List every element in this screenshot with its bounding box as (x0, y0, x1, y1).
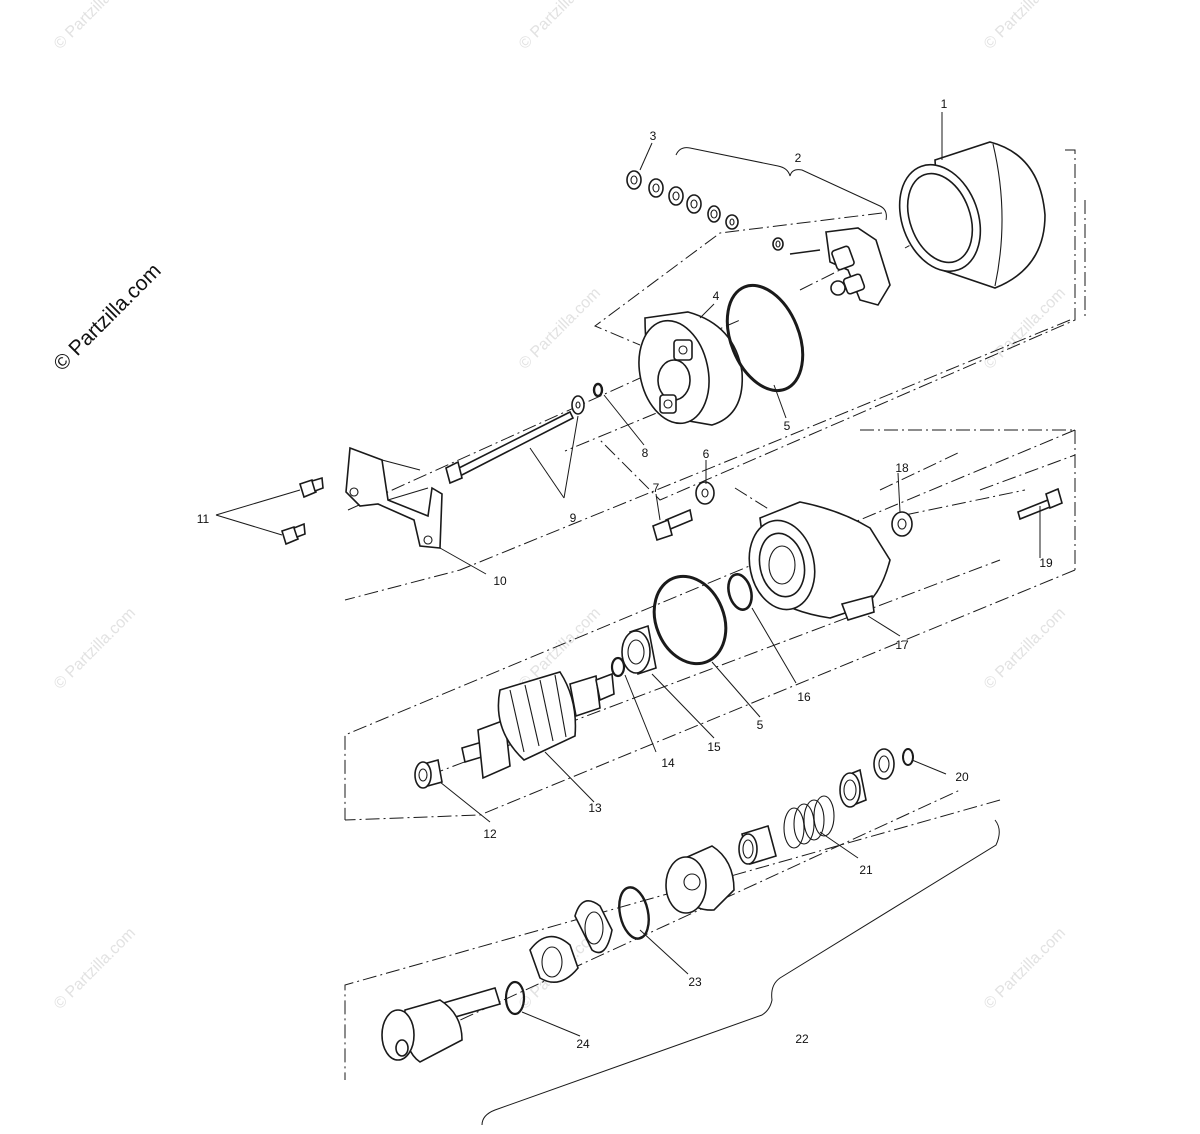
part-5-o-ring-lower (652, 574, 728, 666)
callout-23: 23 (688, 975, 702, 989)
part-13-armature (461, 671, 615, 780)
part-15-bearing (621, 624, 657, 676)
callout-5-lower: 5 (757, 718, 764, 732)
callout-5-upper: 5 (784, 419, 791, 433)
callout-14: 14 (661, 756, 675, 770)
callout-6: 6 (703, 447, 710, 461)
part-20-clip (873, 748, 914, 780)
part-7-bolt (652, 508, 693, 542)
watermark-tiles: © Partzilla.com © Partzilla.com © Partzi… (51, 0, 1069, 1013)
watermark-tile: © Partzilla.com (981, 925, 1069, 1013)
callout-11: 11 (197, 512, 210, 526)
callout-18: 18 (895, 461, 909, 475)
part-6-washer (695, 481, 715, 505)
callout-19: 19 (1039, 556, 1053, 570)
callout-17: 17 (895, 638, 909, 652)
part-22-drive-gear-assembly (665, 845, 735, 914)
watermark-tile: © Partzilla.com (51, 605, 139, 693)
callout-8: 8 (642, 446, 649, 460)
part-23-clutch-ring (529, 886, 650, 984)
callout-2: 2 (795, 151, 802, 165)
part-12-bushing (414, 758, 443, 789)
part-1-yoke-housing (898, 141, 1046, 289)
part-3-washer-stack (626, 170, 739, 230)
part-10-bracket (345, 446, 443, 549)
callout-9: 9 (570, 511, 577, 525)
callout-4: 4 (713, 289, 720, 303)
callout-16: 16 (797, 690, 811, 704)
watermark-tile: © Partzilla.com (981, 0, 1069, 53)
part-19-bolt (1017, 487, 1063, 521)
watermark-tile: © Partzilla.com (516, 285, 604, 373)
group-brackets (481, 147, 1000, 1126)
part-11-screws (281, 476, 324, 546)
callout-12: 12 (483, 827, 497, 841)
partzilla-watermark: © Partzilla.com (49, 259, 165, 375)
watermark-tile: © Partzilla.com (51, 925, 139, 1013)
callout-15: 15 (707, 740, 721, 754)
part-2-brush-holder (772, 227, 891, 306)
callout-20: 20 (955, 770, 969, 784)
watermark-tile: © Partzilla.com (981, 605, 1069, 693)
part-21-spring-set (738, 768, 867, 866)
callout-24: 24 (576, 1037, 590, 1051)
part-16-o-ring (727, 573, 753, 611)
part-24-snap-ring-shaft (381, 980, 526, 1063)
callout-1: 1 (941, 97, 948, 111)
part-8-small-o-ring (592, 382, 604, 398)
callout-3: 3 (650, 129, 657, 143)
leader-lines (215, 112, 1041, 1037)
watermark-tile: © Partzilla.com (516, 0, 604, 53)
part-18-washer (891, 511, 913, 537)
callout-labels: 1 2 3 4 5 5 6 7 8 9 10 11 12 13 14 15 16… (197, 97, 1053, 1051)
callout-21: 21 (859, 863, 873, 877)
callout-13: 13 (588, 801, 602, 815)
part-4-rear-cover (638, 311, 744, 426)
watermark-tile: © Partzilla.com (51, 0, 139, 53)
callout-10: 10 (493, 574, 507, 588)
callout-7: 7 (653, 481, 660, 495)
part-9-through-bolt (445, 395, 585, 485)
part-14-snap-ring (610, 656, 626, 678)
part-17-front-housing (748, 501, 891, 621)
part-5-o-ring-upper (725, 283, 805, 393)
callout-22: 22 (795, 1032, 809, 1046)
